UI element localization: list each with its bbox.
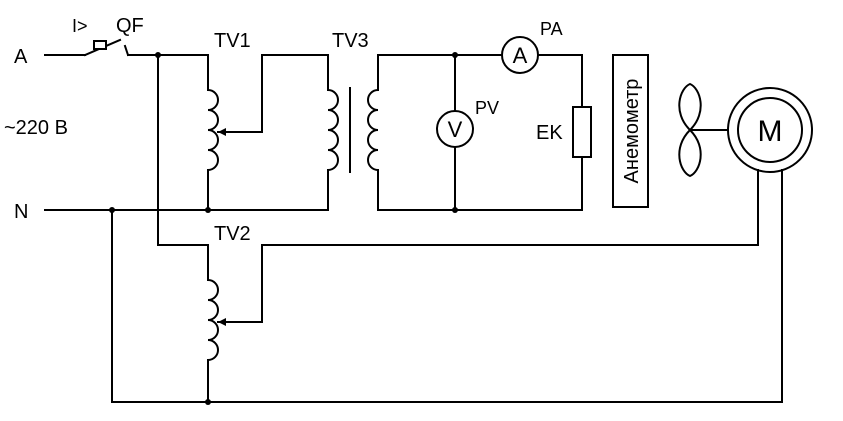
ammeter-symbol: A	[513, 43, 528, 68]
transformer-tv3	[326, 54, 380, 211]
circuit-breaker-qf	[83, 38, 130, 57]
heater-ek	[572, 54, 592, 211]
tv3-label: TV3	[332, 30, 369, 52]
voltmeter-pv: V	[436, 110, 474, 148]
tv2-label: TV2	[214, 223, 251, 245]
junction-dot	[205, 399, 211, 405]
neutral-label: N	[14, 201, 28, 223]
breaker-symbol: I>	[72, 16, 88, 36]
autotransformer-tv2	[206, 244, 263, 403]
pv-label: PV	[475, 98, 499, 118]
motor-symbol: M	[758, 115, 783, 148]
junction-dot	[205, 207, 211, 213]
ammeter-pa: A	[501, 36, 539, 74]
junction-dot	[109, 207, 115, 213]
phase-label: A	[14, 46, 28, 68]
tv1-label: TV1	[214, 30, 251, 52]
anemometer-box: Анемометр	[612, 54, 649, 208]
voltage-label: ~220 В	[4, 117, 68, 139]
junction-dot	[155, 52, 161, 58]
fan-icon	[678, 82, 729, 178]
breaker-label: QF	[116, 15, 144, 37]
junction-dot	[452, 52, 458, 58]
motor-m: M	[727, 87, 813, 173]
autotransformer-tv1	[206, 54, 329, 211]
junction-dot	[452, 207, 458, 213]
pa-label: PA	[540, 19, 563, 39]
ek-label: EK	[536, 122, 563, 144]
anemometer-label: Анемометр	[621, 79, 643, 184]
voltmeter-symbol: V	[448, 117, 463, 142]
